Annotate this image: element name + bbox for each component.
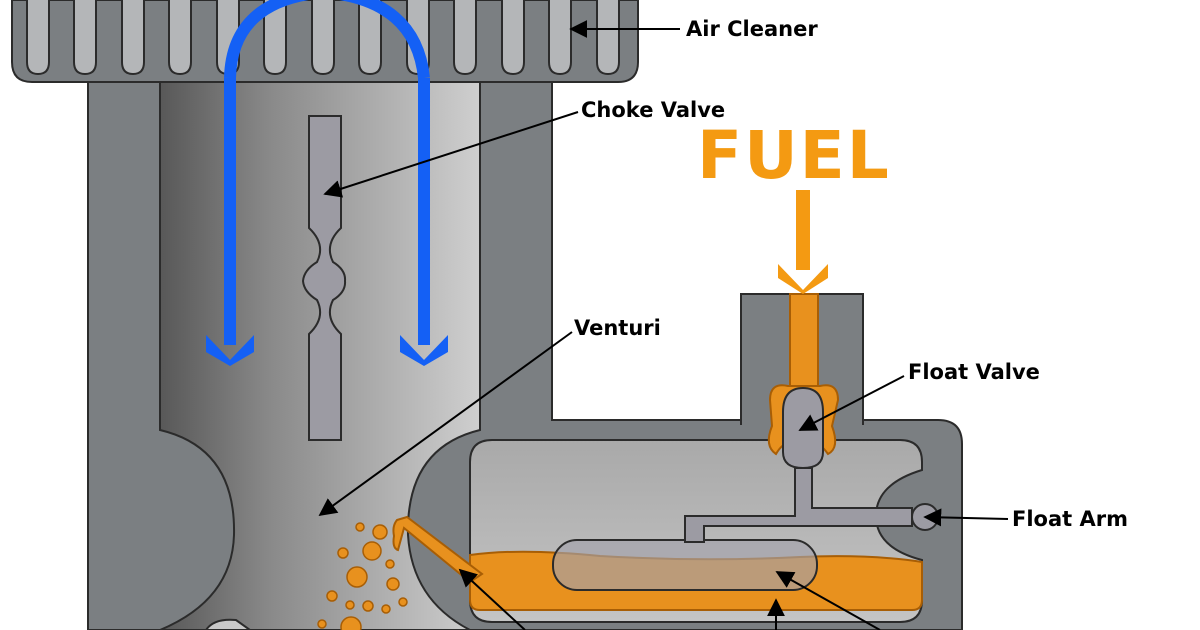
nozzle-pointer (458, 568, 526, 630)
air-arrow-head-left (206, 335, 254, 366)
fuel-title: FUEL (697, 117, 891, 194)
label-float-arm: Float Arm (1012, 507, 1128, 531)
fuel-droplet (340, 616, 362, 630)
air-arrow-head-right (400, 335, 448, 366)
label-float-valve: Float Valve (908, 360, 1040, 384)
venturi-pointer (318, 331, 573, 517)
fuel-droplet (381, 604, 391, 614)
air-cleaner (11, 0, 639, 83)
choke-valve-pointer (323, 111, 579, 198)
float-arm-pointer (923, 508, 1009, 527)
fuel-droplet (362, 600, 374, 612)
fuel-droplet (372, 524, 388, 540)
fuel-indicator: FUEL (697, 117, 891, 294)
fuel-droplet (385, 559, 395, 569)
float (552, 539, 818, 591)
label-choke-valve: Choke Valve (581, 98, 725, 122)
labels: Air Cleaner Choke Valve Venturi Float Va… (574, 17, 1128, 531)
fuel-droplet (317, 619, 327, 629)
fuel-droplet (355, 522, 365, 532)
leader-lines (318, 20, 1009, 630)
label-air-cleaner: Air Cleaner (686, 17, 818, 41)
fuel-droplet (345, 600, 355, 610)
choke-valve (301, 115, 347, 441)
fuel-droplet (398, 597, 408, 607)
label-venturi: Venturi (574, 316, 661, 340)
fuel-discharge (317, 515, 484, 630)
fuel-droplet (386, 577, 400, 591)
float-valve-pointer (798, 375, 905, 431)
float-pointer (775, 571, 881, 630)
fuel-droplet (362, 541, 382, 561)
fuel-droplet (326, 590, 338, 602)
fuel-droplet (346, 566, 368, 588)
throttle-plate (204, 618, 252, 630)
fuel-droplet (337, 547, 349, 559)
air-flow-arrows (206, 0, 448, 366)
fuel-arrow-head (778, 264, 828, 294)
